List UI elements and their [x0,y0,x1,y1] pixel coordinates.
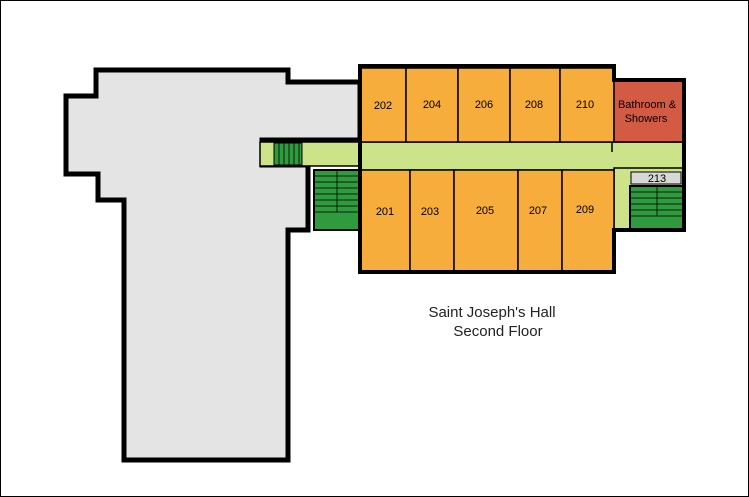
room-201 [359,169,411,273]
room-210 [559,67,615,143]
room-label-202: 202 [374,100,392,112]
room-label-205: 205 [476,205,494,217]
room-label-207: 207 [529,205,547,217]
room-label-209: 209 [576,204,594,216]
rooms-south [359,169,615,273]
room-label-213: 213 [648,173,666,185]
room-207 [517,169,563,273]
room-label-210: 210 [576,99,594,111]
map-title-line2: Second Floor [453,323,542,340]
bathroom [613,79,685,143]
stairs-west-lower [313,169,361,231]
other-wing [63,67,363,463]
bathroom-label-line2: Showers [625,113,668,125]
room-213 [630,171,682,185]
room-label-208: 208 [525,99,543,111]
stairs-west-upper [273,142,303,166]
room-label-206: 206 [475,99,493,111]
room-label-204: 204 [423,99,441,111]
room-206 [457,67,511,143]
room-203 [409,169,455,273]
map-title-line1: Saint Joseph's Hall [428,304,555,321]
rooms-north [359,67,615,143]
room-209 [561,169,615,273]
room-205 [453,169,519,273]
corridor-main [359,141,685,171]
room-208 [509,67,561,143]
stairs-east [629,185,685,231]
room-label-203: 203 [421,206,439,218]
room-label-201: 201 [376,206,394,218]
east-wing-outer-wall [358,64,686,274]
bathroom-label-line1: Bathroom & [618,99,677,111]
